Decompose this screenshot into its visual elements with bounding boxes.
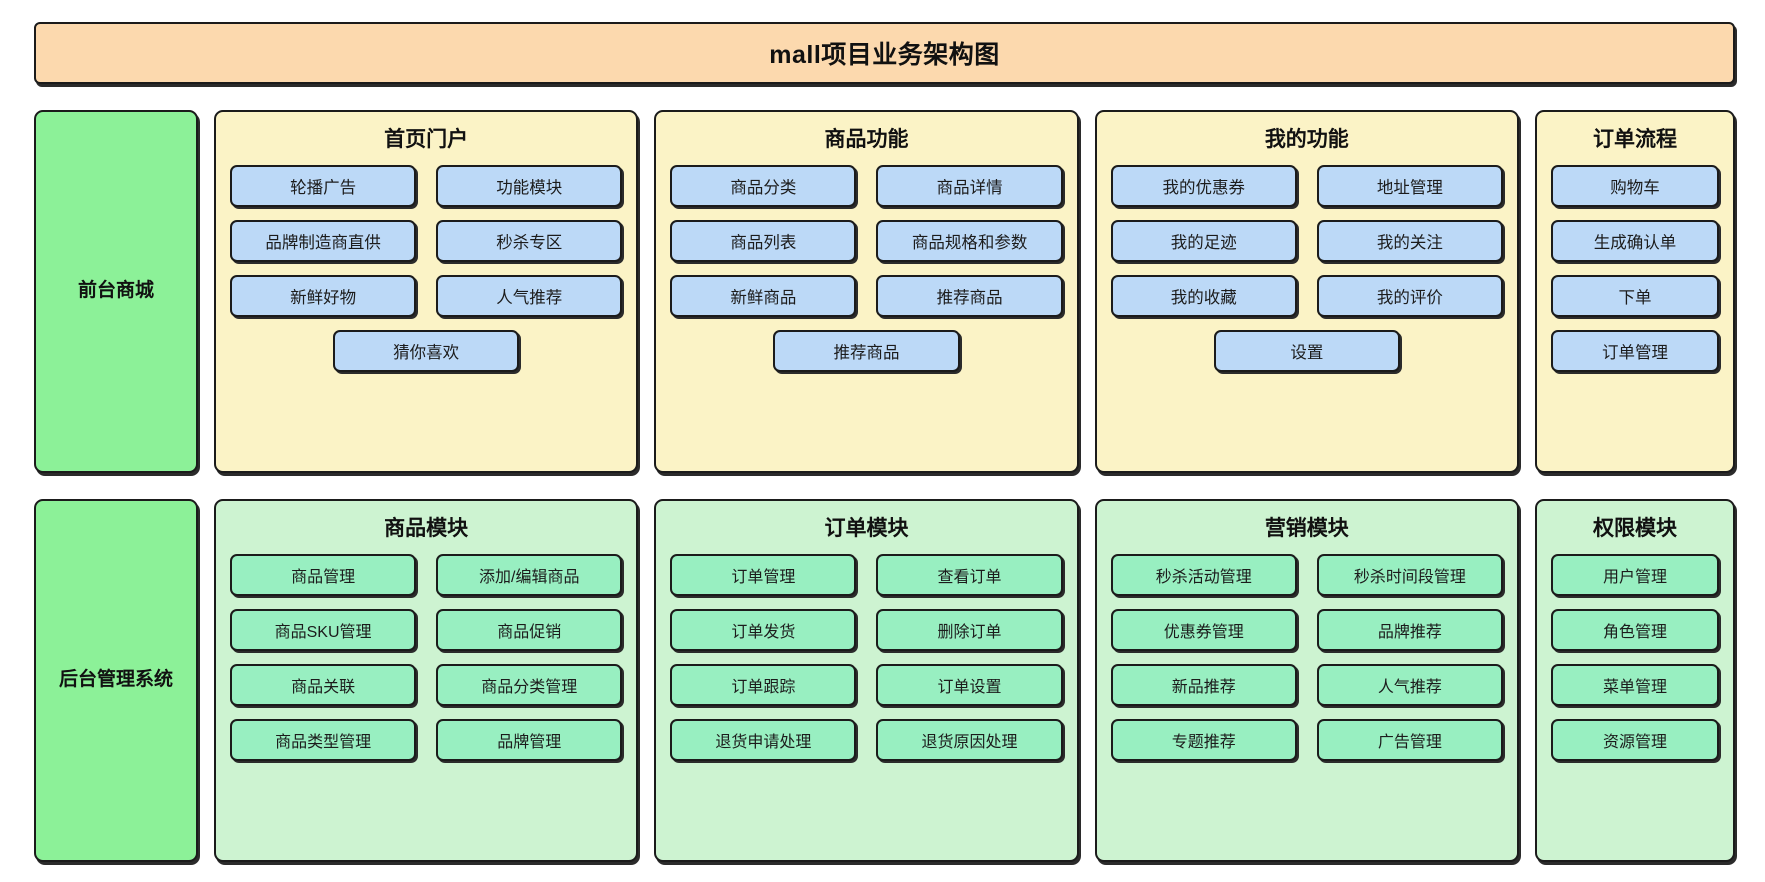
feature-item-订单管理[interactable]: 订单管理 — [670, 554, 857, 597]
feature-item-品牌制造商直供[interactable]: 品牌制造商直供 — [230, 220, 417, 263]
feature-item-推荐商品[interactable]: 推荐商品 — [876, 275, 1063, 318]
feature-item-商品列表[interactable]: 商品列表 — [670, 220, 857, 263]
feature-item-优惠券管理[interactable]: 优惠券管理 — [1110, 609, 1297, 652]
feature-item-订单跟踪[interactable]: 订单跟踪 — [670, 664, 857, 707]
feature-item-商品关联[interactable]: 商品关联 — [230, 664, 417, 707]
feature-item-退货申请处理[interactable]: 退货申请处理 — [670, 719, 857, 762]
group-title: 订单模块 — [824, 517, 909, 540]
feature-item-专题推荐[interactable]: 专题推荐 — [1110, 719, 1297, 762]
feature-item-秒杀活动管理[interactable]: 秒杀活动管理 — [1110, 554, 1297, 597]
feature-item-广告管理[interactable]: 广告管理 — [1316, 719, 1503, 762]
feature-item-地址管理[interactable]: 地址管理 — [1316, 165, 1503, 208]
group-title: 营销模块 — [1264, 517, 1349, 540]
feature-item-订单设置[interactable]: 订单设置 — [876, 664, 1063, 707]
group-items: 我的优惠券地址管理我的足迹我的关注我的收藏我的评价设置 — [1110, 165, 1503, 373]
feature-item-我的收藏[interactable]: 我的收藏 — [1110, 275, 1297, 318]
feature-item-新鲜好物[interactable]: 新鲜好物 — [230, 275, 417, 318]
row-label-backend-text: 后台管理系统 — [58, 669, 173, 691]
group-title: 订单流程 — [1592, 128, 1677, 151]
feature-item-秒杀专区[interactable]: 秒杀专区 — [436, 220, 623, 263]
diagram-title: mall项目业务架构图 — [769, 41, 1000, 69]
feature-item-商品类型管理[interactable]: 商品类型管理 — [230, 719, 417, 762]
feature-item-我的优惠券[interactable]: 我的优惠券 — [1110, 165, 1297, 208]
group-items: 商品管理添加/编辑商品商品SKU管理商品促销商品关联商品分类管理商品类型管理品牌… — [230, 554, 623, 762]
feature-item-下单[interactable]: 下单 — [1550, 275, 1719, 318]
feature-item-订单管理[interactable]: 订单管理 — [1550, 330, 1719, 373]
feature-item-商品分类[interactable]: 商品分类 — [670, 165, 857, 208]
feature-item-设置[interactable]: 设置 — [1213, 330, 1400, 373]
feature-item-用户管理[interactable]: 用户管理 — [1550, 554, 1719, 597]
row-frontend: 前台商城 首页门户轮播广告功能模块品牌制造商直供秒杀专区新鲜好物人气推荐猜你喜欢… — [34, 110, 1735, 473]
diagram-title-banner: mall项目业务架构图 — [34, 22, 1735, 84]
group-panel-商品功能: 商品功能商品分类商品详情商品列表商品规格和参数新鲜商品推荐商品推荐商品 — [654, 110, 1079, 473]
feature-item-推荐商品[interactable]: 推荐商品 — [773, 330, 960, 373]
feature-item-我的关注[interactable]: 我的关注 — [1316, 220, 1503, 263]
group-panel-订单模块: 订单模块订单管理查看订单订单发货删除订单订单跟踪订单设置退货申请处理退货原因处理 — [654, 499, 1079, 862]
group-title: 权限模块 — [1592, 517, 1677, 540]
feature-item-功能模块[interactable]: 功能模块 — [436, 165, 623, 208]
row-label-frontend-text: 前台商城 — [77, 280, 154, 302]
group-items: 商品分类商品详情商品列表商品规格和参数新鲜商品推荐商品推荐商品 — [670, 165, 1063, 373]
row-label-frontend: 前台商城 — [34, 110, 198, 473]
feature-item-商品SKU管理[interactable]: 商品SKU管理 — [230, 609, 417, 652]
group-title: 商品功能 — [824, 128, 909, 151]
row-backend: 后台管理系统 商品模块商品管理添加/编辑商品商品SKU管理商品促销商品关联商品分… — [34, 499, 1735, 862]
feature-item-删除订单[interactable]: 删除订单 — [876, 609, 1063, 652]
group-panel-我的功能: 我的功能我的优惠券地址管理我的足迹我的关注我的收藏我的评价设置 — [1094, 110, 1519, 473]
group-panel-首页门户: 首页门户轮播广告功能模块品牌制造商直供秒杀专区新鲜好物人气推荐猜你喜欢 — [214, 110, 639, 473]
group-container-frontend: 首页门户轮播广告功能模块品牌制造商直供秒杀专区新鲜好物人气推荐猜你喜欢 商品功能商… — [214, 110, 1735, 473]
feature-item-我的足迹[interactable]: 我的足迹 — [1110, 220, 1297, 263]
group-items: 秒杀活动管理秒杀时间段管理优惠券管理品牌推荐新品推荐人气推荐专题推荐广告管理 — [1110, 554, 1503, 762]
feature-item-我的评价[interactable]: 我的评价 — [1316, 275, 1503, 318]
feature-item-轮播广告[interactable]: 轮播广告 — [230, 165, 417, 208]
feature-item-秒杀时间段管理[interactable]: 秒杀时间段管理 — [1316, 554, 1503, 597]
feature-item-商品分类管理[interactable]: 商品分类管理 — [436, 664, 623, 707]
feature-item-新鲜商品[interactable]: 新鲜商品 — [670, 275, 857, 318]
feature-item-订单发货[interactable]: 订单发货 — [670, 609, 857, 652]
feature-item-新品推荐[interactable]: 新品推荐 — [1110, 664, 1297, 707]
group-title: 我的功能 — [1264, 128, 1349, 151]
group-items: 轮播广告功能模块品牌制造商直供秒杀专区新鲜好物人气推荐猜你喜欢 — [230, 165, 623, 373]
feature-item-资源管理[interactable]: 资源管理 — [1550, 719, 1719, 762]
feature-item-生成确认单[interactable]: 生成确认单 — [1550, 220, 1719, 263]
group-panel-订单流程: 订单流程购物车生成确认单下单订单管理 — [1534, 110, 1735, 473]
feature-item-菜单管理[interactable]: 菜单管理 — [1550, 664, 1719, 707]
group-panel-权限模块: 权限模块用户管理角色管理菜单管理资源管理 — [1534, 499, 1735, 862]
feature-item-猜你喜欢[interactable]: 猜你喜欢 — [333, 330, 520, 373]
feature-item-人气推荐[interactable]: 人气推荐 — [436, 275, 623, 318]
feature-item-商品规格和参数[interactable]: 商品规格和参数 — [876, 220, 1063, 263]
feature-item-商品详情[interactable]: 商品详情 — [876, 165, 1063, 208]
group-panel-商品模块: 商品模块商品管理添加/编辑商品商品SKU管理商品促销商品关联商品分类管理商品类型… — [214, 499, 639, 862]
feature-item-查看订单[interactable]: 查看订单 — [876, 554, 1063, 597]
group-items: 购物车生成确认单下单订单管理 — [1550, 165, 1719, 373]
feature-item-角色管理[interactable]: 角色管理 — [1550, 609, 1719, 652]
group-items: 用户管理角色管理菜单管理资源管理 — [1550, 554, 1719, 762]
feature-item-商品管理[interactable]: 商品管理 — [230, 554, 417, 597]
group-items: 订单管理查看订单订单发货删除订单订单跟踪订单设置退货申请处理退货原因处理 — [670, 554, 1063, 762]
feature-item-退货原因处理[interactable]: 退货原因处理 — [876, 719, 1063, 762]
group-title: 首页门户 — [384, 128, 469, 151]
feature-item-人气推荐[interactable]: 人气推荐 — [1316, 664, 1503, 707]
group-panel-营销模块: 营销模块秒杀活动管理秒杀时间段管理优惠券管理品牌推荐新品推荐人气推荐专题推荐广告… — [1094, 499, 1519, 862]
feature-item-品牌推荐[interactable]: 品牌推荐 — [1316, 609, 1503, 652]
group-container-backend: 商品模块商品管理添加/编辑商品商品SKU管理商品促销商品关联商品分类管理商品类型… — [214, 499, 1735, 862]
feature-item-购物车[interactable]: 购物车 — [1550, 165, 1719, 208]
row-label-backend: 后台管理系统 — [34, 499, 198, 862]
feature-item-添加/编辑商品[interactable]: 添加/编辑商品 — [436, 554, 623, 597]
feature-item-商品促销[interactable]: 商品促销 — [436, 609, 623, 652]
feature-item-品牌管理[interactable]: 品牌管理 — [436, 719, 623, 762]
group-title: 商品模块 — [384, 517, 469, 540]
